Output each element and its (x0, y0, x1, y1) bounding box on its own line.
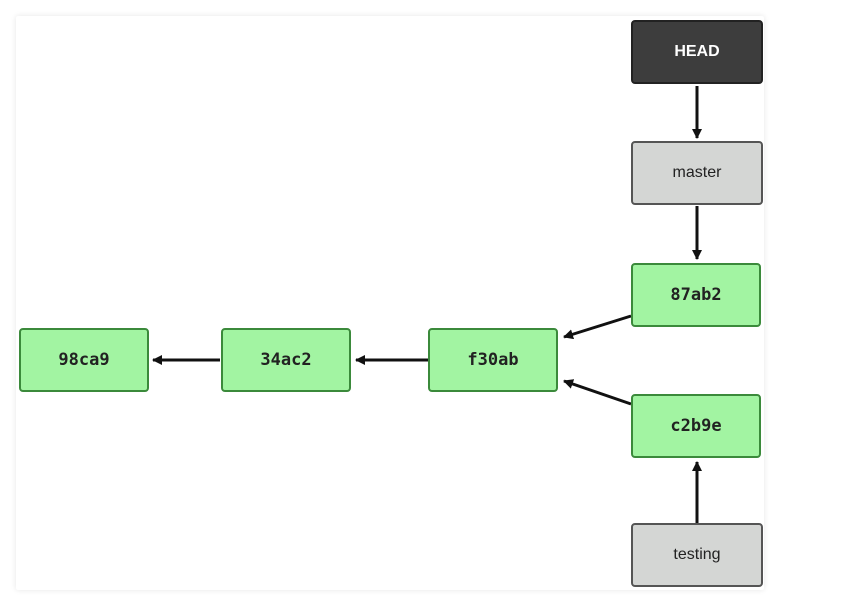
commit-34ac2: 34ac2 (221, 328, 351, 392)
testing-branch: testing (631, 523, 763, 587)
arrow-87ab2-to-f30ab (563, 314, 632, 340)
commit-c2b9e: c2b9e (631, 394, 761, 458)
head-ref: HEAD (631, 20, 763, 84)
master-branch: master (631, 141, 763, 205)
commit-f30ab: f30ab (428, 328, 558, 392)
arrow-c2b9e-to-f30ab (563, 379, 632, 406)
commit-98ca9: 98ca9 (19, 328, 149, 392)
commit-87ab2: 87ab2 (631, 263, 761, 327)
